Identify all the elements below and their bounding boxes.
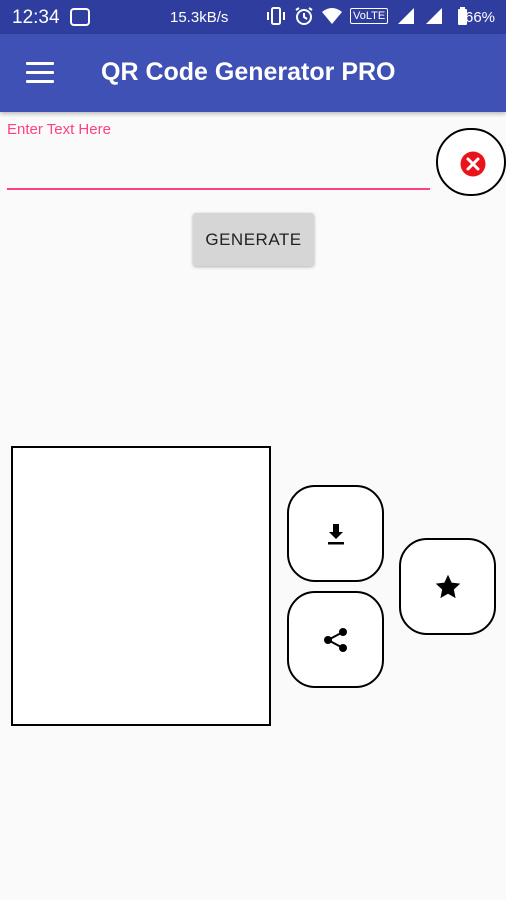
star-icon xyxy=(435,574,460,598)
status-time: 12:34 xyxy=(12,7,60,28)
wifi-icon xyxy=(322,8,342,24)
favorite-button[interactable] xyxy=(399,538,496,635)
download-button[interactable] xyxy=(287,485,384,582)
status-icons: VoLTE xyxy=(266,6,472,26)
clear-circle-icon xyxy=(460,151,486,177)
generate-button[interactable]: GENERATE xyxy=(193,213,314,266)
app-title: QR Code Generator PRO xyxy=(101,58,396,86)
status-bar: 12:34 15.3kB/s VoLTE 66% xyxy=(0,0,506,34)
clear-button[interactable] xyxy=(436,128,506,196)
qr-code-display xyxy=(11,446,271,726)
battery-icon xyxy=(458,7,468,25)
volte-icon: VoLTE xyxy=(350,8,389,24)
status-battery-percent: 66% xyxy=(465,9,496,26)
app-bar: QR Code Generator PRO xyxy=(0,34,506,112)
text-input[interactable] xyxy=(7,140,430,190)
status-network-speed: 15.3kB/s xyxy=(170,9,229,26)
hamburger-menu-icon[interactable] xyxy=(26,62,54,84)
vibrate-icon xyxy=(267,7,285,25)
alarm-icon xyxy=(295,7,313,25)
input-label: Enter Text Here xyxy=(7,121,111,138)
share-icon xyxy=(323,627,347,652)
signal-icon xyxy=(426,8,443,24)
app-notification-icon xyxy=(70,8,90,26)
download-icon xyxy=(327,523,344,544)
share-button[interactable] xyxy=(287,591,384,688)
signal-icon xyxy=(398,8,415,24)
